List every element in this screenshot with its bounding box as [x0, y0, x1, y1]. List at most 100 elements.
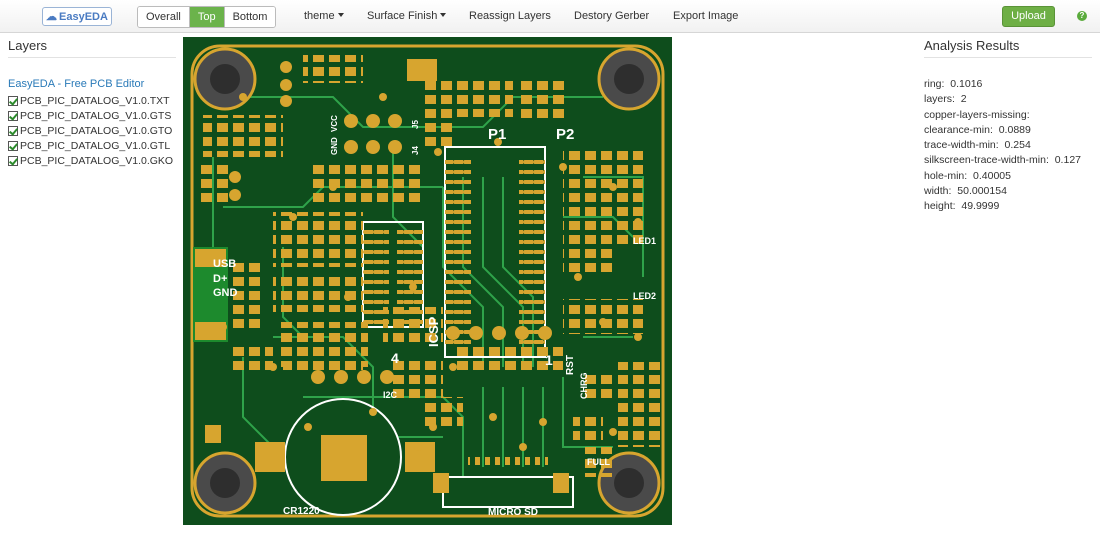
- d-plus-label: D+: [213, 273, 227, 285]
- layers-title: Layers: [8, 38, 48, 53]
- result-row: ring: 0.1016: [924, 78, 1081, 93]
- result-value: 2: [960, 93, 967, 106]
- j4-label: J4: [411, 146, 420, 155]
- surface-finish-menu[interactable]: Surface Finish: [367, 10, 447, 22]
- mounting-hole-centers: [210, 64, 644, 498]
- help-icon[interactable]: ?: [1077, 11, 1087, 21]
- usb-pins: [231, 262, 261, 332]
- view-overall-button[interactable]: Overall: [138, 7, 190, 27]
- layer-label: PCB_PIC_DATALOG_V1.0.GTO: [20, 124, 173, 137]
- theme-menu[interactable]: theme: [304, 10, 344, 22]
- smd-pad-blocks: [198, 55, 663, 477]
- layers-divider: [8, 57, 176, 58]
- full-label: FULL: [587, 457, 610, 467]
- layer-item[interactable]: PCB_PIC_DATALOG_V1.0.TXT: [8, 93, 173, 108]
- sd-pad-left: [433, 473, 449, 493]
- result-row: clearance-min: 0.0889: [924, 124, 1081, 139]
- pcb-preview[interactable]: P1 P2 LED1 LED2 ICSP RST CHRG FULL I2C C…: [183, 37, 672, 525]
- i2c-label: I2C: [383, 390, 398, 400]
- surface-finish-label: Surface Finish: [367, 10, 438, 22]
- checkbox-checked-icon[interactable]: [8, 110, 18, 121]
- result-value: 50.000154: [957, 185, 1007, 198]
- checkbox-checked-icon[interactable]: [8, 140, 18, 151]
- usb-shield-bottom: [195, 322, 226, 340]
- result-value: 0.40005: [973, 169, 1011, 182]
- layer-item[interactable]: PCB_PIC_DATALOG_V1.0.GKO: [8, 153, 173, 168]
- result-row: layers: 2: [924, 93, 1081, 108]
- pin1-label: 1: [545, 352, 553, 368]
- destroy-gerber-menu[interactable]: Destory Gerber: [574, 10, 650, 22]
- j5-label: J5: [411, 120, 420, 129]
- checkbox-checked-icon[interactable]: [8, 155, 18, 166]
- led1-label: LED1: [633, 236, 656, 246]
- result-row: copper-layers-missing:: [924, 109, 1081, 124]
- theme-menu-label: theme: [304, 10, 335, 22]
- result-label: copper-layers-missing:: [924, 108, 1030, 121]
- view-bottom-button[interactable]: Bottom: [224, 7, 276, 27]
- editor-link[interactable]: EasyEDA - Free PCB Editor: [8, 78, 145, 90]
- view-top-button[interactable]: Top: [189, 7, 225, 27]
- pin4-label: 4: [391, 350, 399, 366]
- view-toggle: Overall Top Bottom: [137, 6, 277, 28]
- result-label: clearance-min:: [924, 123, 993, 136]
- result-row: silkscreen-trace-width-min: 0.127: [924, 154, 1081, 169]
- result-label: layers:: [924, 93, 955, 106]
- result-label: width:: [924, 185, 952, 198]
- result-label: ring:: [924, 78, 945, 90]
- checkbox-checked-icon[interactable]: [8, 125, 18, 136]
- coin-cell-contact-left: [255, 442, 285, 472]
- reassign-layers-menu[interactable]: Reassign Layers: [469, 10, 551, 22]
- layer-label: PCB_PIC_DATALOG_V1.0.TXT: [20, 94, 170, 107]
- upload-button[interactable]: Upload: [1002, 6, 1055, 27]
- result-label: hole-min:: [924, 169, 968, 182]
- easyeda-logo[interactable]: ☁ EasyEDA: [42, 7, 112, 26]
- analysis-divider: [924, 57, 1092, 58]
- led2-label: LED2: [633, 291, 656, 301]
- ic-pins-right: [519, 157, 545, 347]
- result-label: height:: [924, 200, 956, 213]
- export-image-menu[interactable]: Export Image: [673, 10, 739, 22]
- result-row: trace-width-min: 0.254: [924, 139, 1081, 154]
- icsp-label: ICSP: [426, 316, 441, 347]
- checkbox-checked-icon[interactable]: [8, 95, 18, 106]
- caret-down-icon: [440, 13, 447, 17]
- layer-item[interactable]: PCB_PIC_DATALOG_V1.0.GTO: [8, 123, 173, 138]
- through-hole-pads: [205, 59, 552, 443]
- logo-icon: ☁: [46, 11, 58, 23]
- analysis-title: Analysis Results: [924, 38, 1020, 53]
- logo-text: EasyEDA: [59, 10, 108, 23]
- top-toolbar: ☁ EasyEDA Overall Top Bottom theme Surfa…: [0, 0, 1100, 33]
- p2-label: P2: [556, 126, 574, 143]
- layer-label: PCB_PIC_DATALOG_V1.0.GTL: [20, 139, 171, 152]
- vias: [219, 93, 642, 451]
- result-row: hole-min: 0.40005: [924, 170, 1081, 185]
- layer-item[interactable]: PCB_PIC_DATALOG_V1.0.GTL: [8, 138, 173, 153]
- result-value: 0.254: [1004, 139, 1031, 152]
- result-value: 0.127: [1054, 154, 1081, 167]
- ic-pins-left: [445, 157, 471, 347]
- board-outline: [190, 44, 665, 518]
- chrg-label: CHRG: [579, 373, 589, 400]
- result-label: trace-width-min:: [924, 139, 999, 152]
- coin-cell-pad: [321, 435, 367, 481]
- gnd-header-label: GND: [330, 137, 339, 155]
- gnd-usb-label: GND: [213, 287, 238, 299]
- layer-item[interactable]: PCB_PIC_DATALOG_V1.0.GTS: [8, 108, 173, 123]
- micro-sd-label: MICRO SD: [488, 507, 538, 518]
- sd-pad-right: [553, 473, 569, 493]
- result-value: 49.9999: [961, 200, 1000, 213]
- sd-pins: [468, 457, 548, 467]
- layer-label: PCB_PIC_DATALOG_V1.0.GKO: [20, 154, 174, 167]
- mounting-holes: [193, 47, 661, 515]
- result-label: silkscreen-trace-width-min:: [924, 154, 1049, 167]
- usb-label: USB: [213, 258, 236, 270]
- usb-shield-top: [195, 249, 226, 267]
- silkscreen-labels: P1 P2 LED1 LED2 ICSP RST CHRG FULL I2C C…: [213, 115, 656, 518]
- analysis-results: ring: 0.1016 layers: 2 copper-layers-mis…: [924, 78, 1081, 216]
- layer-label: PCB_PIC_DATALOG_V1.0.GTS: [20, 109, 172, 122]
- cr1220-label: CR1220: [283, 506, 320, 517]
- result-value: 0.1016: [950, 78, 983, 90]
- result-row: height: 49.9999: [924, 200, 1081, 215]
- result-value: 0.0889: [998, 123, 1031, 136]
- p1-label: P1: [488, 126, 506, 143]
